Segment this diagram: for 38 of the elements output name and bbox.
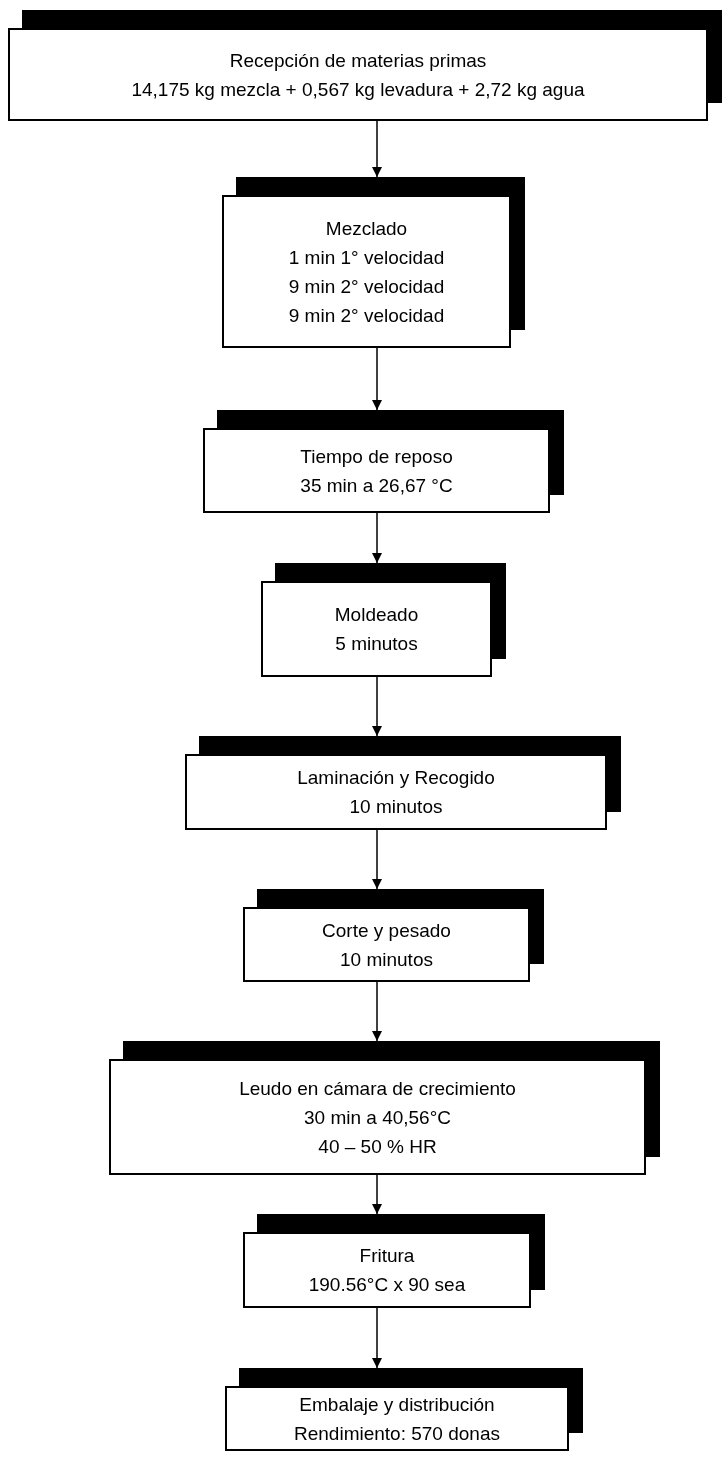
step-text: Corte y pesado — [322, 918, 451, 943]
arrow — [372, 829, 382, 890]
step-text: Tiempo de reposo — [300, 444, 453, 469]
arrow — [372, 1307, 382, 1369]
step-text: 9 min 2° velocidad — [288, 303, 445, 328]
process-box — [225, 1368, 583, 1451]
step-text: Mezclado — [325, 216, 408, 241]
step-text: 10 minutos — [340, 947, 433, 972]
process-box — [243, 889, 544, 982]
process-box — [8, 10, 722, 121]
step-text: Moldeado — [334, 603, 419, 627]
arrow — [372, 120, 382, 178]
arrow — [372, 676, 382, 737]
step-text: Laminación y Recogido — [297, 766, 495, 790]
step-text: 9 min 2° velocidad — [288, 274, 445, 299]
step-text: Leudo en cámara de crecimiento — [239, 1076, 516, 1101]
arrow — [372, 347, 382, 411]
step-text: Rendimiento: 570 donas — [294, 1421, 500, 1446]
arrow — [372, 512, 382, 564]
arrow — [372, 981, 382, 1042]
process-box — [261, 563, 506, 677]
step-text: 35 min a 26,67 °C — [300, 473, 453, 498]
process-box — [203, 410, 564, 513]
step-text: 1 min 1° velocidad — [288, 245, 445, 270]
process-box — [243, 1214, 545, 1308]
step-text: 30 min a 40,56°C — [304, 1105, 451, 1130]
step-text: 14,175 kg mezcla + 0,567 kg levadura + 2,72 kg agua — [131, 77, 585, 102]
step-text: 5 minutos — [335, 632, 418, 656]
step-text: Recepción de materias primas — [229, 48, 487, 73]
process-box — [222, 177, 525, 348]
step-text: 10 minutos — [349, 795, 443, 819]
arrow — [372, 1174, 382, 1215]
process-box — [109, 1041, 660, 1175]
process-box — [185, 736, 621, 830]
step-text: 190.56°C x 90 sea — [308, 1273, 466, 1297]
step-text: 40 – 50 % HR — [318, 1134, 437, 1159]
step-text: Fritura — [359, 1244, 415, 1268]
step-text: Embalaje y distribución — [299, 1392, 495, 1417]
